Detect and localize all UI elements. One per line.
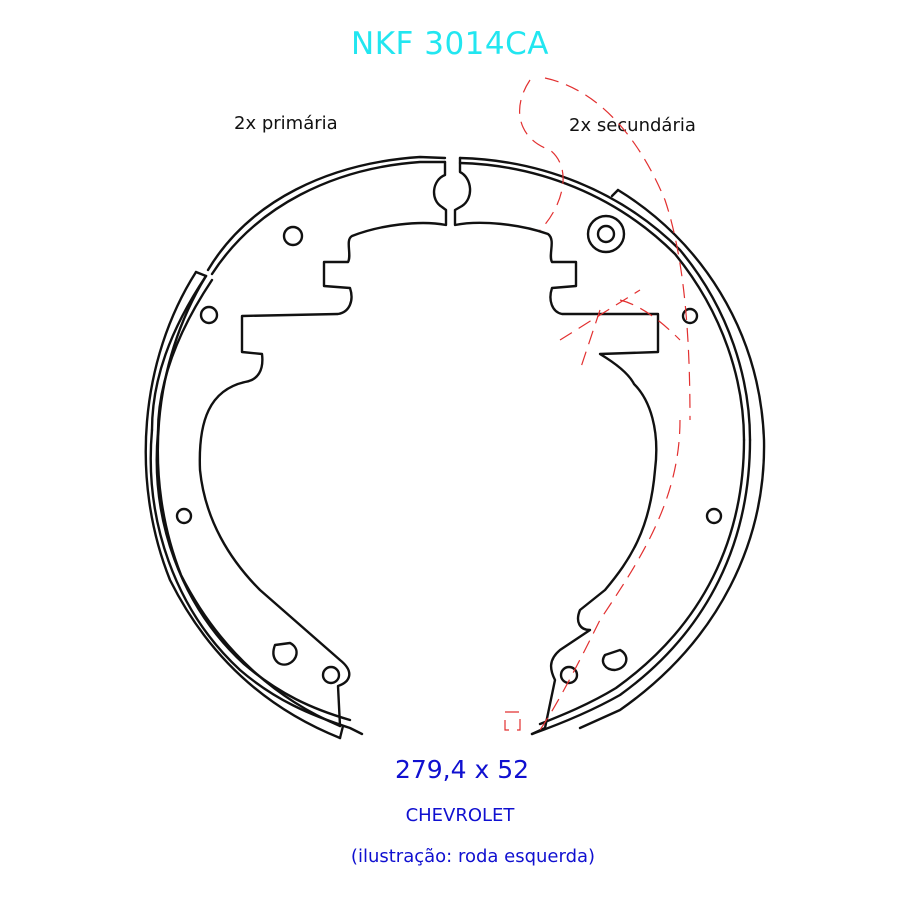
primary-lining-outer [144,270,342,740]
primary-web [198,160,448,728]
secondary-slot [601,648,628,672]
primary-hole [321,665,341,685]
spring-hidden-lines [504,77,691,731]
primary-slot [272,641,298,666]
secondary-hole [559,665,579,685]
secondary-rim-outer [458,156,752,442]
primary-rim-outer [206,155,447,272]
primary-hole [282,225,304,247]
secondary-hole [681,307,699,325]
primary-hole [199,305,219,325]
primary-shoe-label: 2x primária [234,113,338,134]
secondary-anchor [586,214,626,254]
primary-lining-inner [156,274,342,728]
secondary-hole [705,507,723,525]
secondary-brake-shoe [453,156,766,736]
secondary-shoe-label: 2x secundária [569,115,696,136]
primary-brake-shoe [144,155,448,740]
part-number-title: NKF 3014CA [351,26,549,62]
vehicle-make: CHEVROLET [405,805,515,826]
secondary-lining [578,188,766,730]
illustration-note: (ilustração: roda esquerda) [350,846,596,867]
primary-hole [175,507,193,525]
shoe-dimensions: 279,4 x 52 [394,755,530,784]
